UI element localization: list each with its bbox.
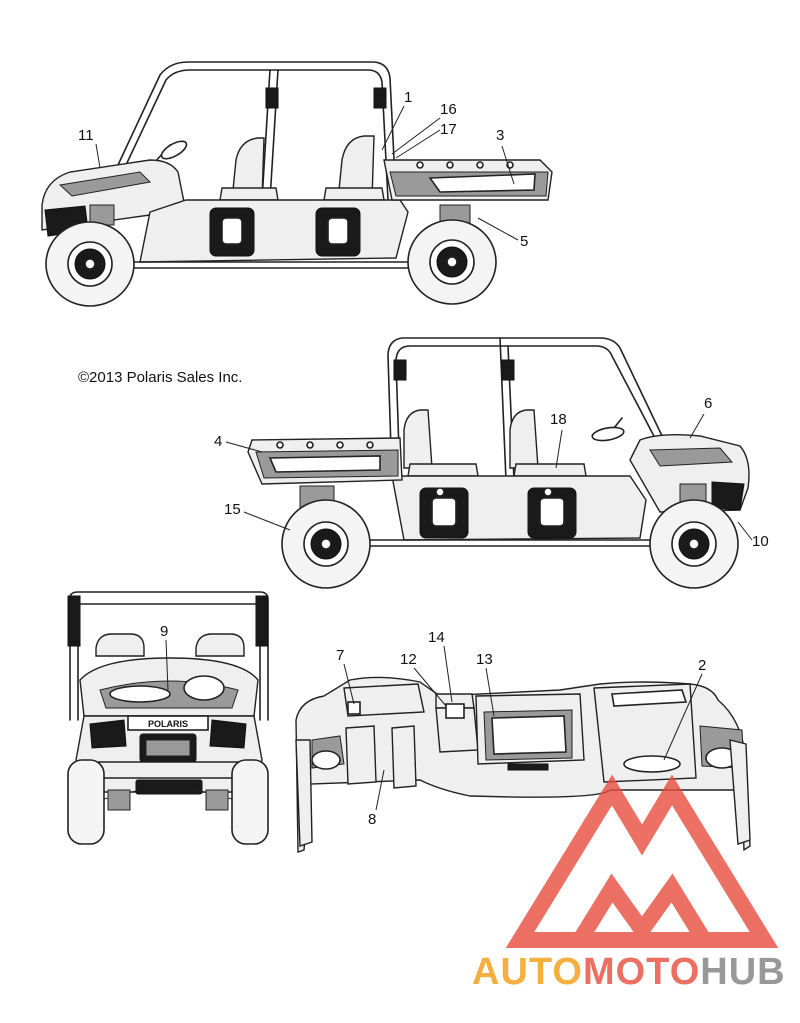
dashboard-view: [295, 676, 751, 853]
callout-16: 16: [440, 101, 457, 118]
side-view-left: [41, 61, 553, 307]
callout-8: 8: [368, 811, 376, 828]
callout-1: 1: [404, 89, 412, 106]
watermark-text: AUTOMOTOHUB: [472, 951, 786, 993]
callout-6: 6: [704, 395, 712, 412]
callout-labels: 11 1 16 17 3 5 6 18 4 15 10 9 7 12 14 13: [78, 89, 769, 828]
callout-18: 18: [550, 411, 567, 428]
callout-15: 15: [224, 501, 241, 518]
front-wheel-left-view: [45, 221, 135, 307]
callout-9: 9: [160, 623, 168, 640]
callout-17: 17: [440, 121, 457, 138]
callout-5: 5: [520, 233, 528, 250]
callout-11: 11: [78, 127, 94, 144]
copyright-text: ©2013 Polaris Sales Inc.: [78, 369, 242, 386]
callout-3: 3: [496, 127, 504, 144]
automotohub-watermark: AUTOMOTOHUB: [472, 774, 786, 993]
callout-7: 7: [336, 647, 344, 664]
front-view: POLARIS: [67, 591, 269, 845]
callout-12: 12: [400, 651, 417, 668]
callout-4: 4: [214, 433, 222, 450]
watermark-logo-icon: [505, 774, 779, 948]
rear-wheel-left-view: [407, 219, 497, 305]
side-view-right: [247, 337, 750, 589]
front-badge: POLARIS: [148, 719, 188, 729]
rear-wheel-right-view: [281, 499, 371, 589]
callout-2: 2: [698, 657, 706, 674]
callout-10: 10: [752, 533, 769, 550]
callout-13: 13: [476, 651, 493, 668]
front-wheel-right-view: [649, 499, 739, 589]
callout-14: 14: [428, 629, 445, 646]
